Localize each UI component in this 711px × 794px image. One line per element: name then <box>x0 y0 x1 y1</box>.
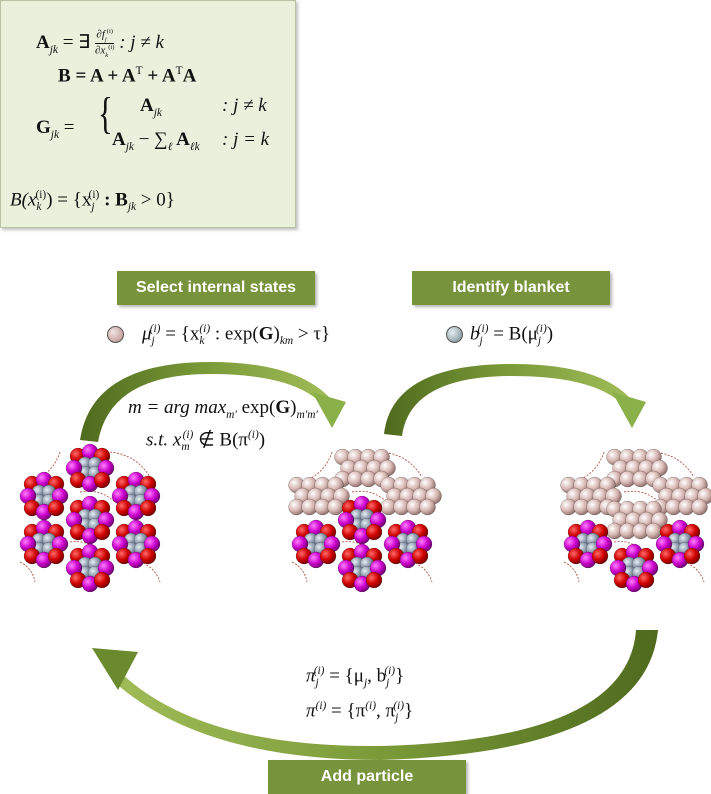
red-atom <box>365 523 383 541</box>
arrow-identify-to-add <box>384 364 646 436</box>
g-brace: { <box>98 89 113 138</box>
blanket-definition: B(xk(i)) = {xj(i) : Bjk > 0} <box>10 189 175 214</box>
blanket-state-legend-icon <box>446 326 463 343</box>
internal-state-atom <box>419 498 436 516</box>
red-atom <box>47 547 65 565</box>
constraint-formula: s.t. xm(i) ∉ B(π(i)) <box>146 429 266 454</box>
dependency-link <box>683 561 705 583</box>
red-atom <box>139 547 157 565</box>
adjacency-equation: Ajk = ∃ ∂fj(i) ∂xk(i) : j ≠ k <box>36 28 164 59</box>
add-particle-banner: Add particle <box>268 760 466 794</box>
internal-state-legend-icon <box>107 326 124 343</box>
dependency-link <box>623 490 660 503</box>
dependency-link <box>411 561 433 583</box>
identify-blanket-banner: Identify blanket <box>412 271 610 305</box>
arrow-add-particle-return <box>92 630 658 760</box>
b-equation: B = A + AT + ATA <box>58 65 197 87</box>
dependency-link <box>351 490 388 503</box>
argmax-formula: m = arg maxm′ exp(G)m′m′ <box>128 397 318 421</box>
red-atom <box>411 547 429 565</box>
dependency-link <box>291 561 308 583</box>
particle-formula-j: πj(i) = {μj, bj(i)} <box>306 665 405 690</box>
red-atom <box>591 547 609 565</box>
dependency-link <box>109 451 151 478</box>
dependency-link <box>139 561 161 583</box>
arrow-select-to-identify <box>80 362 346 442</box>
equation-panel: Ajk = ∃ ∂fj(i) ∂xk(i) : j ≠ k B = A + AT… <box>0 0 296 228</box>
red-atom <box>637 571 655 589</box>
g-case-1: Ajk <box>140 95 162 119</box>
g-case-2-cond: : j = k <box>222 129 270 150</box>
g-case-1-cond: : j ≠ k <box>222 95 267 116</box>
red-atom <box>683 547 701 565</box>
select-internal-states-banner: Select internal states <box>117 271 315 305</box>
red-atom <box>93 571 111 589</box>
red-atom <box>319 547 337 565</box>
internal-state-atom <box>327 498 344 516</box>
g-equation-lhs: Gjk = <box>36 117 75 141</box>
red-atom <box>139 499 157 517</box>
particle-formula: π(i) = {π(i), πj(i)} <box>306 700 414 725</box>
red-atom <box>47 499 65 517</box>
internal-states-formula: μj(i) = {xk(i) : exp(G)km > τ} <box>142 323 331 348</box>
g-case-2: Ajk − ∑ℓ Aℓk <box>112 129 200 153</box>
internal-state-atom <box>691 498 708 516</box>
red-atom <box>93 523 111 541</box>
dependency-link <box>79 490 116 503</box>
internal-state-atom <box>645 522 662 540</box>
dependency-link <box>19 561 36 583</box>
dependency-link <box>563 561 580 583</box>
red-atom <box>365 571 383 589</box>
blanket-formula: bj(i) = B(μj(i)) <box>470 323 554 348</box>
red-atom <box>93 471 111 489</box>
